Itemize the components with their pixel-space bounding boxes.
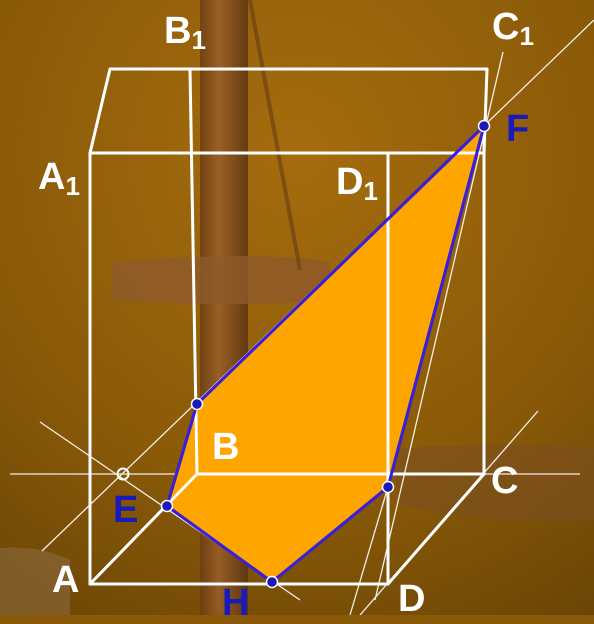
scale-arm bbox=[248, 0, 302, 271]
label-a: A bbox=[52, 559, 80, 601]
label-e: E bbox=[113, 489, 139, 531]
prism-edges bbox=[88, 67, 489, 586]
point-h bbox=[265, 575, 279, 589]
section-points bbox=[160, 119, 491, 589]
label-d: D bbox=[398, 578, 426, 620]
label-b: B bbox=[212, 426, 240, 468]
point-e bbox=[160, 499, 174, 513]
edge-a1-b1 bbox=[88, 67, 112, 155]
label-a1: A1 bbox=[38, 156, 80, 201]
label-h: H bbox=[222, 582, 250, 624]
scale-pan-right bbox=[390, 444, 594, 521]
point-b-on-edge bbox=[190, 397, 204, 411]
edge-a-b bbox=[88, 472, 199, 586]
cross-section-outline bbox=[165, 124, 486, 584]
auxiliary-point bbox=[116, 467, 130, 481]
label-f: F bbox=[506, 108, 530, 150]
label-b1: B1 bbox=[164, 10, 206, 55]
edge-d-c bbox=[386, 472, 486, 586]
point-f bbox=[477, 119, 491, 133]
point-on-dd1 bbox=[381, 480, 395, 494]
cross-section-polygon bbox=[165, 124, 486, 584]
label-d1: D1 bbox=[336, 161, 378, 206]
line-d-to-c1 bbox=[374, 51, 504, 601]
scale-pan-left bbox=[0, 547, 70, 615]
label-c: C bbox=[491, 460, 519, 502]
line-h-to-d bbox=[349, 486, 389, 615]
scale-beam bbox=[112, 256, 330, 304]
label-c1: C1 bbox=[492, 6, 534, 51]
